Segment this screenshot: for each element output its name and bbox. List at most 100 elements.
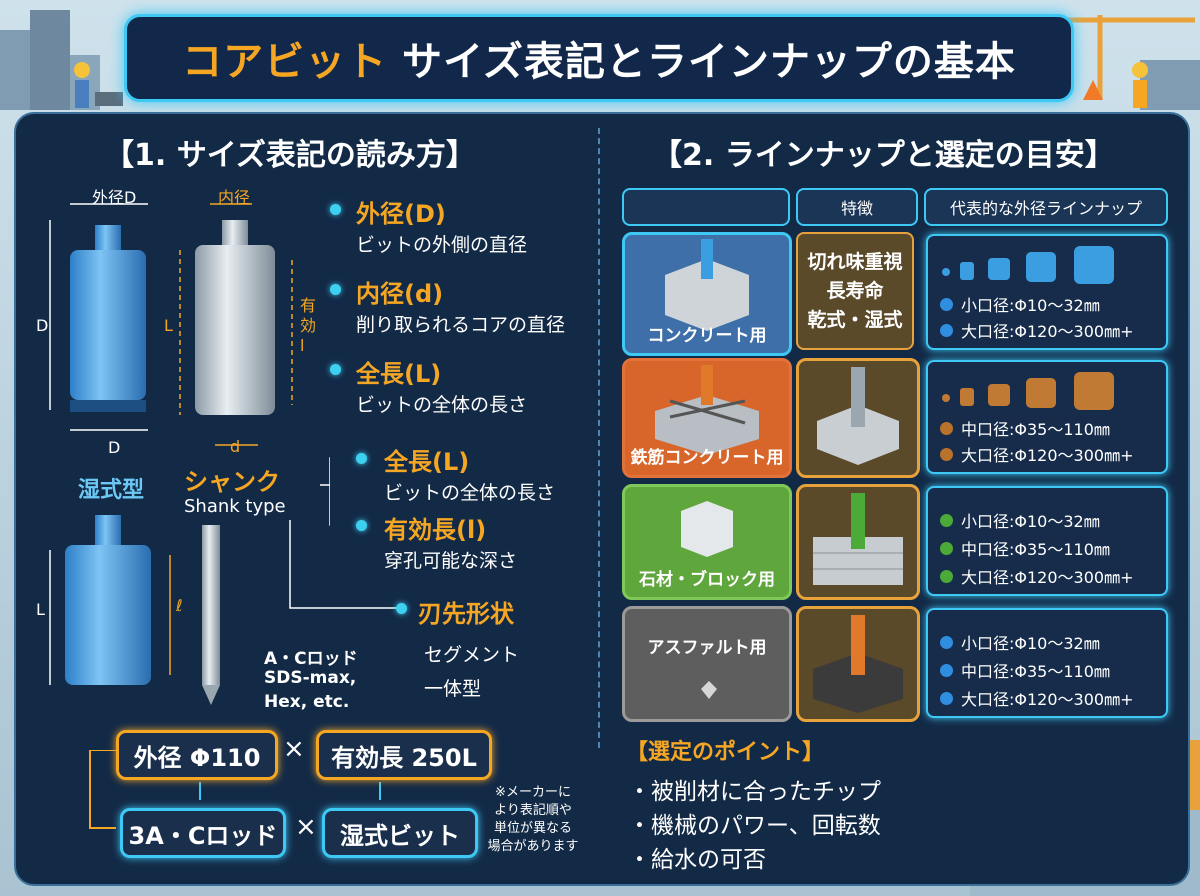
wet-bit-shaft — [95, 515, 121, 550]
lineup-text: 大口径:Φ120〜300㎜+ — [961, 322, 1134, 341]
size-dot — [940, 541, 953, 555]
feature-concrete-2: 長寿命 — [826, 279, 884, 302]
section-divider — [598, 128, 600, 748]
title-rest: サイズ表記とラインナップの基本 — [387, 39, 1016, 85]
note-line-4: 場合があります — [487, 839, 579, 854]
tip-connector — [289, 520, 398, 609]
note-line-1: ※メーカーに — [495, 785, 571, 800]
term-inner-title: 内径(d) — [356, 280, 444, 308]
lineup-text: 小口径:Φ10〜32㎜ — [961, 634, 1100, 653]
dim-wet-ell: ℓ — [176, 596, 183, 615]
size-dot — [940, 635, 953, 649]
example-effective-box: 有効長 250L — [316, 730, 492, 780]
selection-point-1: ・被削材に合ったチップ — [628, 779, 881, 805]
lineup-text: 中口径:Φ35〜110㎜ — [961, 662, 1110, 681]
bullet-length — [330, 364, 341, 375]
dim-inner-top: 内径 — [218, 188, 251, 207]
outer-bit-body — [70, 250, 146, 400]
example-times-2: × — [295, 812, 317, 842]
selection-points-title: 【選定のポイント】 — [626, 740, 825, 765]
lineup-asphalt-row-1: 小口径:Φ10〜32㎜ — [940, 630, 1100, 654]
lineup-stone: 小口径:Φ10〜32㎜ 中口径:Φ35〜110㎜ 大口径:Φ120〜300㎜+ — [926, 486, 1168, 596]
shank-effective-title: 有効長(l) — [384, 516, 487, 544]
lineup-text: 大口径:Φ120〜300㎜+ — [961, 568, 1134, 587]
shank-title: シャンク — [184, 468, 280, 496]
wet-type-label: 湿式型 — [78, 478, 145, 503]
material-rebar-label: 鉄筋コンクリート用 — [630, 448, 784, 468]
shank-length-title: 全長(L) — [384, 448, 470, 476]
term-outer-desc: ビットの外側の直径 — [356, 234, 528, 256]
lineup-concrete-sizes — [942, 246, 1114, 284]
material-concrete-label: コンクリート用 — [647, 326, 767, 346]
header-lineup: 代表的な外径ラインナップ — [924, 188, 1168, 226]
inner-bit-body — [195, 245, 275, 415]
shank-subtitle: Shank type — [184, 496, 286, 517]
rebar-concrete-icon — [655, 365, 759, 455]
dim-outer-bottom: D — [108, 438, 121, 457]
maker-note: ※メーカーに より表記順や 単位が異なる 場合があります — [478, 784, 588, 856]
lineup-concrete-row-1: 小口径:Φ10〜32㎜ — [940, 292, 1100, 316]
size-dot — [940, 663, 953, 677]
selection-point-3: ・給水の可否 — [628, 847, 766, 873]
material-stone-label: 石材・ブロック用 — [639, 570, 775, 590]
section1-title: 【1. サイズ表記の読み方】 — [104, 138, 476, 173]
bullet-inner — [330, 284, 341, 295]
term-length-desc: ビットの全体の長さ — [356, 394, 528, 416]
material-concrete: コンクリート用 — [622, 232, 792, 356]
tip-item-integral: 一体型 — [424, 678, 482, 700]
material-rebar-concrete: 鉄筋コンクリート用 — [622, 358, 792, 478]
size-dot — [940, 569, 953, 583]
example-times-1: × — [283, 734, 305, 764]
note-line-3: 単位が異なる — [493, 821, 572, 836]
lineup-concrete-row-2: 大口径:Φ120〜300㎜+ — [940, 318, 1133, 342]
lineup-text: 大口径:Φ120〜300㎜+ — [961, 690, 1134, 709]
page-title: コアビット サイズ表記とラインナップの基本 — [182, 29, 1016, 87]
lineup-stone-row-2: 中口径:Φ35〜110㎜ — [940, 536, 1110, 560]
feature-concrete: 切れ味重視 長寿命 乾式・湿式 — [796, 232, 914, 350]
bullet-tip — [396, 603, 407, 614]
bullet-shank-effective — [356, 520, 367, 531]
lineup-asphalt-row-3: 大口径:Φ120〜300㎜+ — [940, 686, 1133, 710]
header-feature: 特徴 — [796, 188, 918, 226]
shank-rod — [202, 525, 220, 685]
asphalt-icon — [701, 681, 717, 699]
dim-wet-length: L — [36, 600, 45, 619]
section2-title: 【2. ラインナップと選定の目安】 — [652, 138, 1115, 173]
lineup-text: 大口径:Φ120〜300㎜+ — [961, 446, 1134, 465]
lineup-rebar-row-1: 中口径:Φ35〜110㎜ — [940, 416, 1110, 440]
size-dot — [940, 323, 953, 337]
lineup-rebar: 中口径:Φ35〜110㎜ 大口径:Φ120〜300㎜+ — [926, 360, 1168, 474]
dim-inner-bottom: d — [230, 437, 241, 456]
lineup-rebar-row-2: 大口径:Φ120〜300㎜+ — [940, 442, 1133, 466]
lineup-text: 小口径:Φ10〜32㎜ — [961, 296, 1100, 315]
rod-type-ac: A・Cロッド — [264, 649, 358, 669]
shank-length-desc: ビットの全体の長さ — [384, 482, 556, 504]
rod-type-hex: Hex, etc. — [264, 692, 350, 712]
title-accent: コアビット — [182, 39, 388, 85]
wet-bit-body — [65, 545, 151, 685]
example-connectors — [89, 750, 381, 829]
lineup-rebar-sizes — [942, 372, 1114, 410]
example-rod-box: 3A・Cロッド — [120, 808, 286, 858]
bit-illustrations — [49, 203, 330, 705]
feature-asphalt — [796, 606, 920, 722]
term-inner-desc: 削り取られるコアの直径 — [356, 314, 566, 336]
tip-title: 刃先形状 — [418, 600, 514, 628]
example-outer-box: 外径 Φ110 — [116, 730, 278, 780]
dim-effective: 有効l — [300, 296, 317, 355]
bullet-outer — [330, 204, 341, 215]
tip-item-segment: セグメント — [424, 644, 520, 666]
lineup-text: 中口径:Φ35〜110㎜ — [961, 540, 1110, 559]
material-asphalt: アスファルト用 — [622, 606, 792, 722]
size-dot — [940, 513, 953, 527]
feature-concrete-1: 切れ味重視 — [807, 250, 903, 273]
selection-point-2: ・機械のパワー、回転数 — [628, 813, 881, 839]
concrete-icon — [665, 239, 749, 331]
title-banner: コアビット サイズ表記とラインナップの基本 — [124, 14, 1074, 102]
lineup-concrete: 小口径:Φ10〜32㎜ 大口径:Φ120〜300㎜+ — [926, 234, 1168, 350]
stone-icon — [681, 501, 733, 557]
size-dot — [940, 421, 953, 435]
header-blank — [622, 188, 790, 226]
term-outer-title: 外径(D) — [356, 200, 446, 228]
bullet-shank-length — [356, 453, 367, 464]
